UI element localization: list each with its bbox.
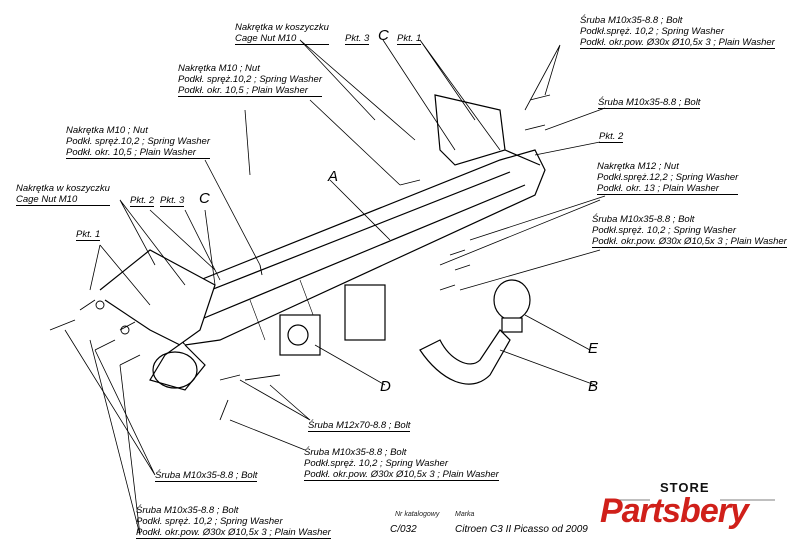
label-line: Śruba M10x35-8.8 ; Bolt	[304, 447, 407, 458]
label-line: Podkł.spręż. 10,2 ; Spring Washer	[304, 458, 448, 469]
label-line: Podkł. spręż.10,2 ; Spring Washer	[66, 136, 210, 147]
partsbery-logo: STORE Partsbery	[600, 480, 780, 540]
pkt2-left-label: Pkt. 2	[130, 195, 155, 207]
cage-nut-left-label: Nakrętka w koszyczku Cage Nut M10	[16, 183, 110, 206]
brand-caption: Marka	[455, 511, 475, 518]
label-line: Podkł.spręż.12,2 ; Spring Washer	[597, 172, 739, 183]
nut-m12-label: Nakrętka M12 ; Nut Podkł.spręż.12,2 ; Sp…	[597, 161, 739, 195]
pkt1-left-label: Pkt. 1	[76, 229, 101, 241]
d-label: D	[380, 378, 391, 395]
label-line: Nakrętka w koszyczku	[235, 22, 329, 33]
fasteners	[49, 94, 551, 421]
label-line: Cage Nut M10	[235, 33, 329, 45]
cage-nut-top-label: Nakrętka w koszyczku Cage Nut M10	[235, 22, 329, 45]
bolt-right-2-label: Śruba M10x35-8.8 ; Bolt Podkł.spręż. 10,…	[592, 214, 787, 248]
label-line: Nakrętka M12 ; Nut	[597, 161, 679, 172]
left-bracket	[99, 249, 216, 391]
pkt3-left-label: Pkt. 3	[160, 195, 185, 207]
label-line: Śruba M10x35-8.8 ; Bolt	[592, 214, 695, 225]
bolt-bottom-left-label: Śruba M10x35-8.8 ; Bolt	[155, 470, 258, 482]
label-line: Śruba M10x35-8.8 ; Bolt	[580, 15, 683, 26]
nut-left-label: Nakrętka M10 ; Nut Podkł. spręż.10,2 ; S…	[66, 125, 210, 159]
logo-brand-text: Partsbery	[600, 492, 749, 530]
nut-top-label: Nakrętka M10 ; Nut Podkł. spręż.10,2 ; S…	[178, 63, 322, 97]
label-line: Nakrętka M10 ; Nut	[178, 63, 260, 74]
tow-ball-b	[419, 279, 531, 385]
bolt-bottom-label: Śruba M10x35-8.8 ; Bolt Podkł. spręż. 10…	[136, 505, 331, 539]
b-label: B	[588, 378, 599, 395]
catalog-number: C/032	[390, 524, 417, 535]
logo-store-text: STORE	[660, 480, 710, 495]
c-left-label: C	[199, 190, 210, 207]
right-bracket	[434, 94, 541, 166]
label-line: Cage Nut M10	[16, 194, 110, 206]
label-line: Śruba M10x35-8.8 ; Bolt	[136, 505, 239, 516]
leader-lines	[64, 39, 606, 536]
label-line: Podkł. okr.pow. Ø30x Ø10,5x 3 ; Plain Wa…	[592, 236, 787, 248]
label-line: Podkł. spręż.10,2 ; Spring Washer	[178, 74, 322, 85]
bolt-right-1-label: Śruba M10x35-8.8 ; Bolt	[598, 97, 701, 109]
label-line: Podkł. okr. 10,5 ; Plain Washer	[178, 85, 322, 97]
socket-plate-d	[279, 284, 386, 356]
e-label: E	[588, 340, 599, 357]
pkt1-top-label: Pkt. 1	[397, 33, 422, 45]
vehicle-model: Citroen C3 II Picasso od 2009	[455, 524, 588, 535]
label-line: Podkł.spręż. 10,2 ; Spring Washer	[580, 26, 724, 37]
pkt2-right-label: Pkt. 2	[599, 131, 624, 143]
bolt-m12-label: Śruba M12x70-8.8 ; Bolt	[308, 420, 411, 432]
bolt-middle-label: Śruba M10x35-8.8 ; Bolt Podkł.spręż. 10,…	[304, 447, 499, 481]
label-line: Podkł. okr. 13 ; Plain Washer	[597, 183, 739, 195]
label-line: Podkł. spręż. 10,2 ; Spring Washer	[136, 516, 283, 527]
label-line: Podkł.spręż. 10,2 ; Spring Washer	[592, 225, 736, 236]
bolt-top-right-label: Śruba M10x35-8.8 ; Bolt Podkł.spręż. 10,…	[580, 15, 775, 49]
pkt3-top-label: Pkt. 3	[345, 33, 370, 45]
label-line: Nakrętka M10 ; Nut	[66, 125, 148, 136]
label-line: Podkł. okr.pow. Ø30x Ø10,5x 3 ; Plain Wa…	[580, 37, 775, 49]
a-label: A	[328, 168, 339, 185]
label-line: Podkł. okr.pow. Ø30x Ø10,5x 3 ; Plain Wa…	[304, 469, 499, 481]
crossbar-a	[149, 149, 546, 346]
label-line: Nakrętka w koszyczku	[16, 183, 110, 194]
c-top-label: C	[378, 27, 389, 44]
label-line: Podkł. okr.pow. Ø30x Ø10,5x 3 ; Plain Wa…	[136, 527, 331, 539]
catalog-number-caption: Nr katalogowy	[395, 511, 440, 518]
label-line: Podkł. okr. 10,5 ; Plain Washer	[66, 147, 210, 159]
